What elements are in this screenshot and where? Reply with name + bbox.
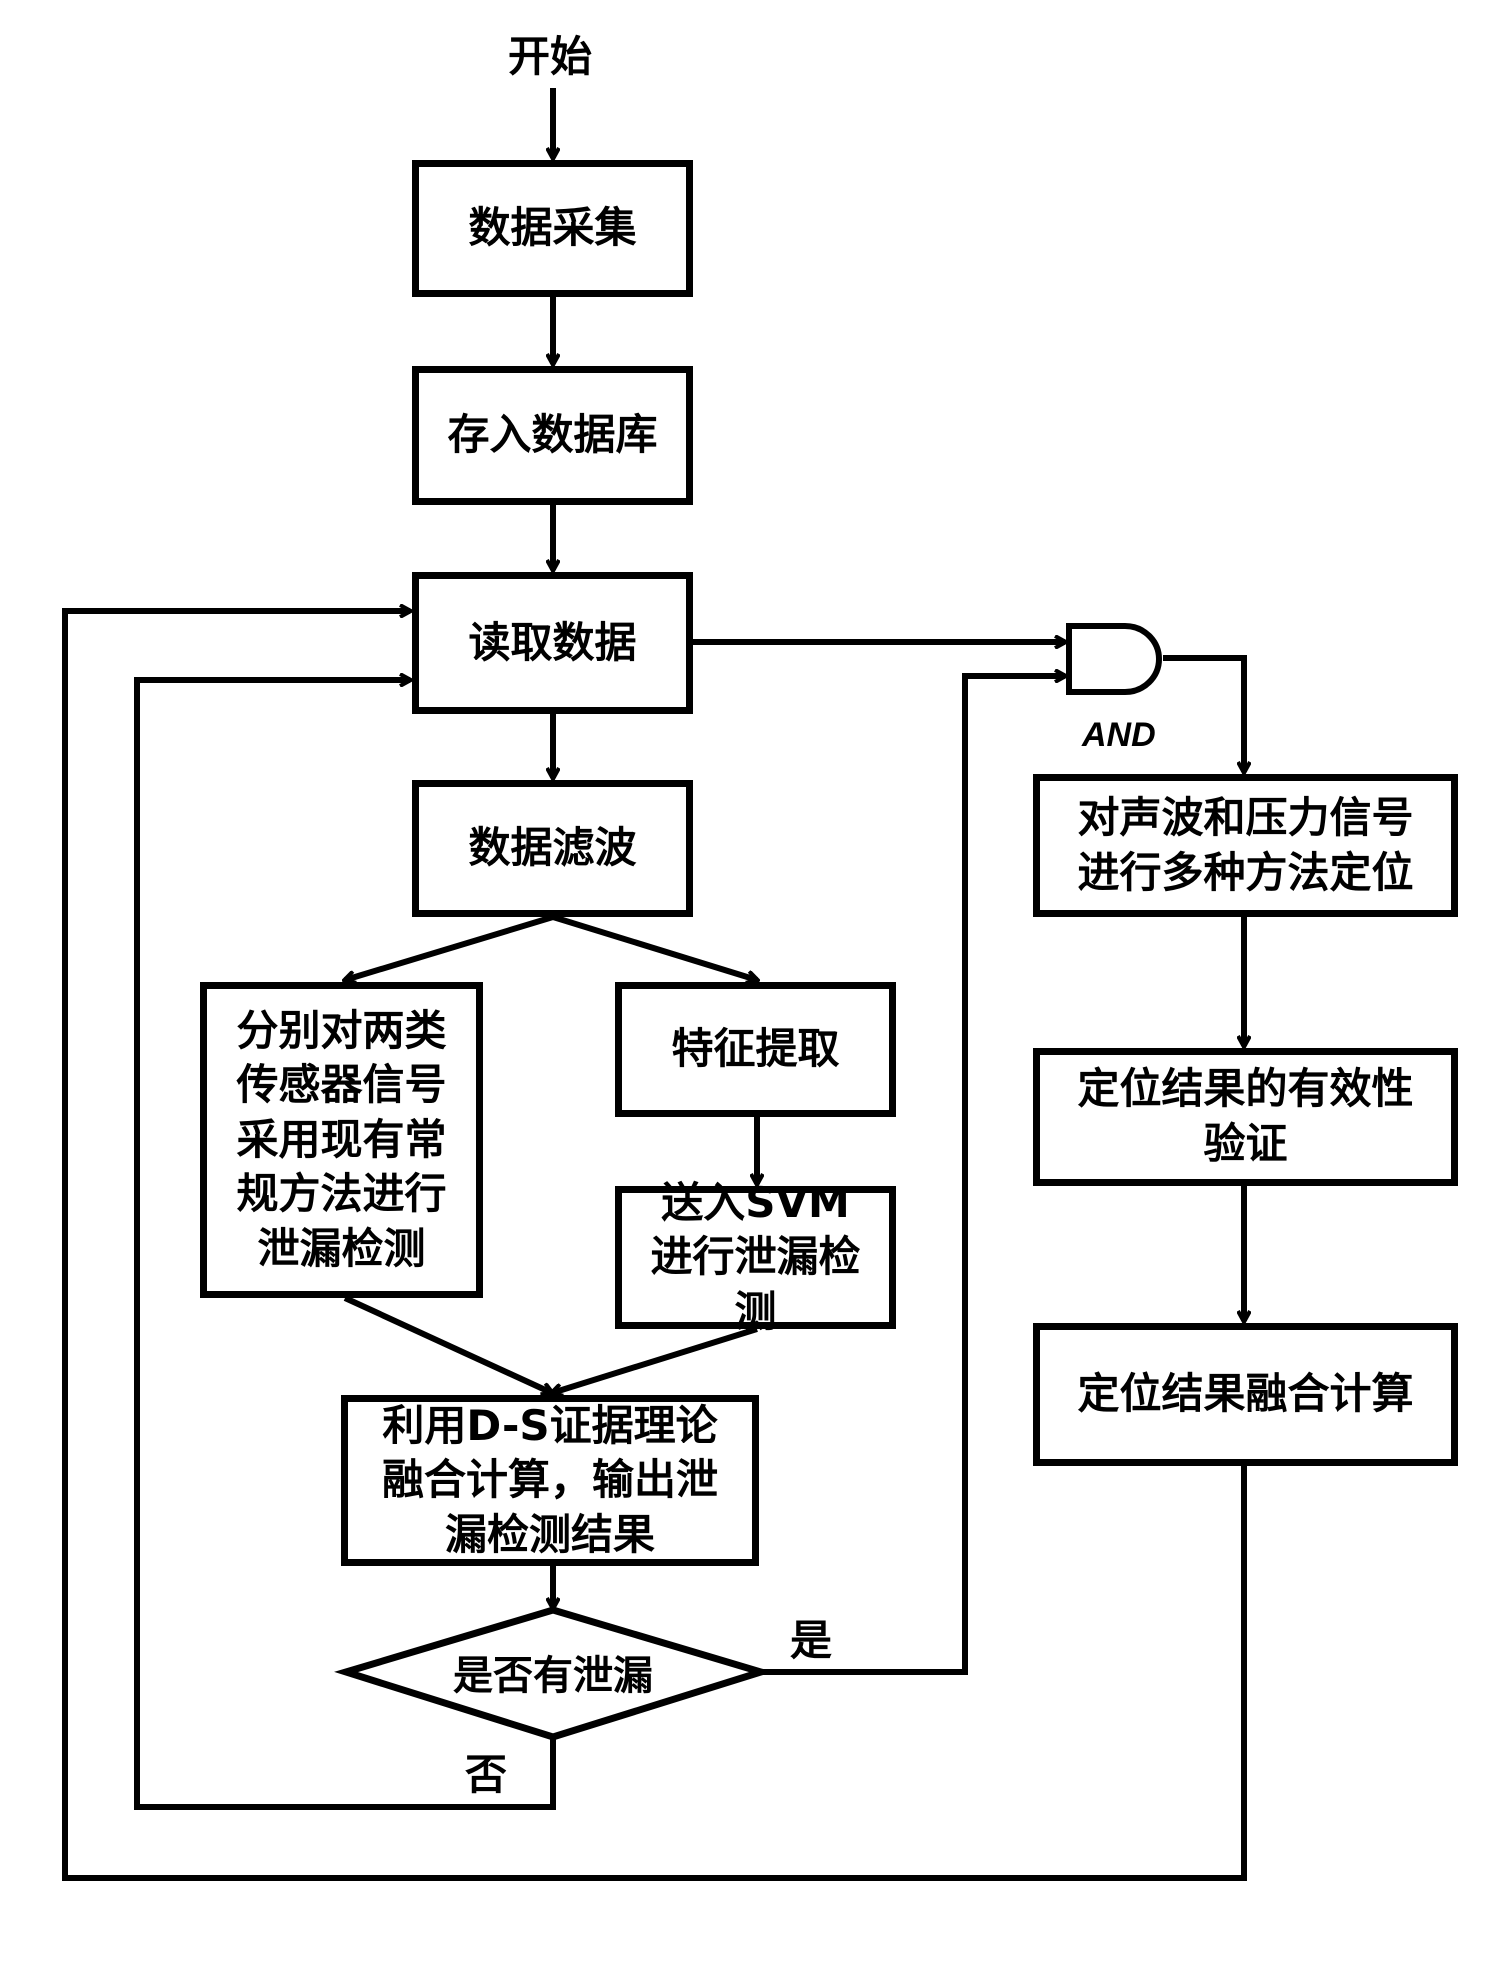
start-label: 开始 <box>508 32 593 81</box>
node-multi-method-locate-text: 对声波和压力信号进行多种方法定位 <box>1077 792 1414 897</box>
decision-text: 是否有泄漏 <box>453 1653 653 1699</box>
decision-diamond <box>334 1606 773 1741</box>
no-label: 否 <box>465 1750 508 1799</box>
node-ds-fusion: 利用D-S证据理论融合计算，输出泄漏检测结果 <box>341 1395 759 1566</box>
node-read-data: 读取数据 <box>412 572 693 714</box>
yes-label: 是 <box>790 1616 833 1665</box>
arrow-and-locate <box>1163 655 1244 772</box>
node-location-fusion-text: 定位结果融合计算 <box>1077 1369 1414 1419</box>
node-feature-extraction-text: 特征提取 <box>671 1024 840 1074</box>
node-svm-detection: 送入SVM进行泄漏检测 <box>615 1178 896 1336</box>
line-yes-to-and <box>761 676 1065 1675</box>
arrow-filter-conventional <box>345 914 554 980</box>
node-multi-method-locate: 对声波和压力信号进行多种方法定位 <box>1033 774 1458 917</box>
node-data-filter-text: 数据滤波 <box>468 823 637 873</box>
node-store-database: 存入数据库 <box>412 366 693 505</box>
node-data-collection: 数据采集 <box>412 160 693 297</box>
and-gate-label: AND <box>1082 716 1156 754</box>
node-location-fusion: 定位结果融合计算 <box>1033 1323 1458 1466</box>
arrow-conventional-ds <box>343 1295 552 1393</box>
node-data-filter: 数据滤波 <box>412 780 693 917</box>
loop-no-to-read <box>134 680 556 1810</box>
node-data-collection-text: 数据采集 <box>468 203 637 253</box>
node-validate-location-text: 定位结果的有效性验证 <box>1077 1064 1414 1168</box>
node-feature-extraction: 特征提取 <box>615 982 896 1117</box>
node-store-database-text: 存入数据库 <box>447 410 658 460</box>
node-ds-fusion-text: 利用D-S证据理论融合计算，输出泄漏检测结果 <box>381 1400 718 1559</box>
node-read-data-text: 读取数据 <box>468 617 637 667</box>
and-gate-icon <box>1066 623 1162 695</box>
node-validate-location: 定位结果的有效性验证 <box>1033 1048 1458 1186</box>
arrow-filter-feature <box>552 914 757 980</box>
node-conventional-detection: 分别对两类传感器信号采用现有常规方法进行泄漏检测 <box>200 982 483 1298</box>
arrow-svm-ds <box>552 1326 758 1393</box>
node-svm-detection-text: 送入SVM进行泄漏检测 <box>650 1177 861 1336</box>
loop-fusion-to-read <box>62 611 1247 1881</box>
node-conventional-detection-text: 分别对两类传感器信号采用现有常规方法进行泄漏检测 <box>236 1005 447 1273</box>
